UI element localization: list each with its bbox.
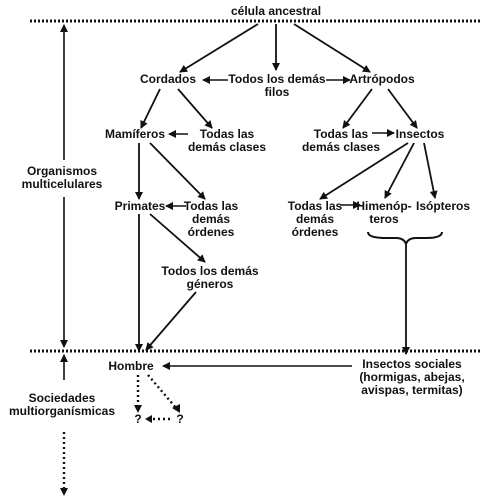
hombre-q-right-arrowhead (172, 404, 180, 413)
edge-insectos-isopteros (423, 142, 438, 199)
question-mark-right: ? (176, 412, 184, 426)
edge-cordados-mamiferos (140, 88, 161, 129)
edge-cordados-clases (177, 88, 213, 129)
node-insectos-sociales: Insectos sociales (hormigas, abejas, avi… (359, 357, 465, 397)
node-todos-filos: Todos los demás filos (228, 72, 326, 99)
node-insectos: Insectos (395, 127, 445, 141)
node-isopteros: Isópteros (415, 199, 471, 213)
edge-artropodos-insectos (387, 88, 418, 129)
label-sociedades-multiorganismicas: Sociedades multiorganísmicas (8, 391, 116, 418)
insect-curly-brace (367, 231, 443, 248)
label-organismos-multicelulares: Organismos multicelulares (21, 164, 103, 191)
edge-insectos-himenopteros (384, 142, 415, 199)
sociedades-span-arrowhead (60, 488, 68, 496)
node-cordados: Cordados (139, 72, 197, 86)
edge-mamiferos-ordenes (149, 142, 206, 200)
edge-insectos-ordenes (319, 142, 409, 200)
node-todas-clases-left: Todas las demás clases (187, 127, 267, 154)
hombre-q-left-arrowhead (134, 405, 142, 413)
edge-primates-generos (149, 213, 206, 263)
edge-celula-cordados (179, 23, 259, 73)
q-link-arrowhead (145, 415, 152, 423)
edge-artropodos-clases (342, 88, 373, 129)
edge-celula-artropodos (293, 23, 371, 73)
node-artropodos: Artrópodos (349, 72, 415, 86)
celula-ancestral-title: célula ancestral (230, 4, 322, 18)
node-todas-clases-right: Todas las demás clases (301, 127, 381, 154)
node-hombre: Hombre (108, 359, 154, 373)
node-todas-ordenes-left: Todas las demás órdenes (183, 199, 239, 239)
edge-generos-hombre (145, 291, 197, 351)
node-todos-generos: Todos los demás géneros (161, 264, 259, 291)
edge-hombre-q-right (147, 374, 177, 409)
node-mamiferos: Mamíferos (104, 127, 166, 141)
question-mark-left: ? (134, 412, 142, 426)
node-todas-ordenes-right: Todas las demás órdenes (287, 199, 343, 239)
node-primates: Primates (114, 199, 166, 213)
node-himenopteros: Himenóp- teros (356, 199, 412, 226)
